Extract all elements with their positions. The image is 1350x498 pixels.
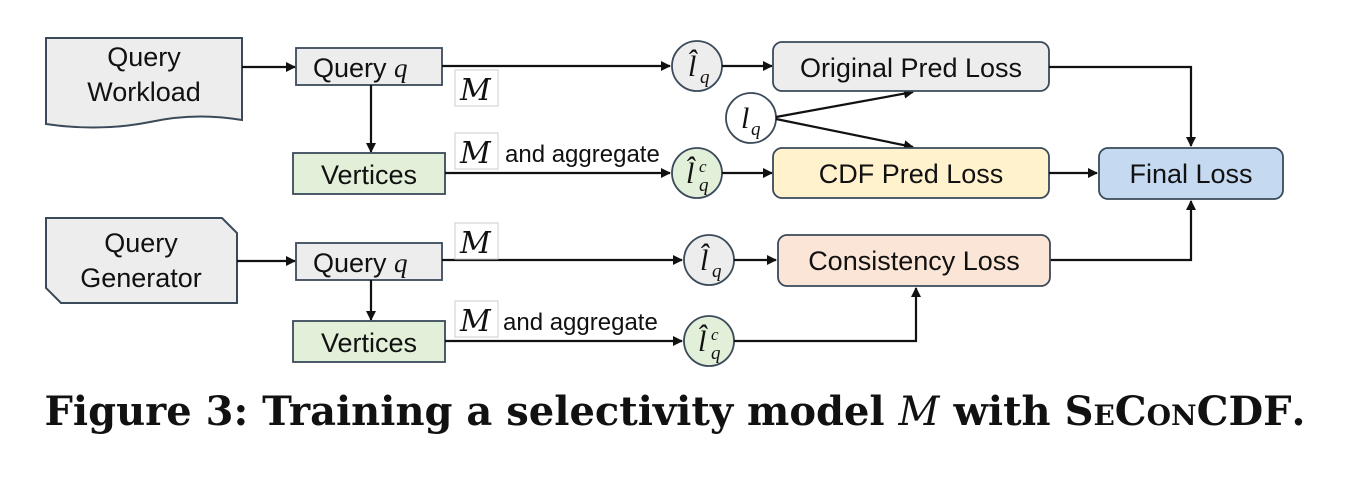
lq-symbol: l: [741, 102, 749, 135]
model-symbol-box-3: M: [454, 222, 499, 261]
query-q-label-bottom: Query q: [313, 248, 408, 278]
vertices-label-top: Vertices: [321, 160, 417, 190]
model-symbol-4: M: [459, 304, 492, 339]
query-generator-line2: Generator: [80, 263, 202, 293]
and-aggregate-label-1: and aggregate: [505, 141, 660, 168]
edge-lhatc-to-consistency: [734, 287, 921, 343]
lhat-symbol-top: l̂: [688, 49, 698, 83]
cdf-pred-loss-node: CDF Pred Loss: [772, 147, 1050, 199]
original-pred-loss-label: Original Pred Loss: [800, 53, 1022, 83]
model-symbol-1: M: [459, 73, 492, 108]
lhatc-sub-top: q: [699, 175, 709, 196]
lhatc-sup-bottom: c: [711, 325, 719, 344]
consistency-loss-node: Consistency Loss: [777, 234, 1051, 287]
query-generator-line1: Query: [104, 228, 178, 258]
model-symbol-box-1: M: [454, 69, 499, 108]
model-symbol-box-2: M and aggregate: [454, 132, 660, 171]
lhatc-sup-top: c: [699, 157, 707, 176]
edge-lq-to-original-loss: [775, 88, 914, 119]
lhatc-symbol-bottom: l̂: [698, 324, 708, 358]
lhat-qc-node-bottom: l̂ c q: [683, 315, 735, 367]
original-pred-loss-node: Original Pred Loss: [772, 41, 1050, 92]
lhat-symbol-bottom: l̂: [700, 243, 710, 277]
consistency-loss-label: Consistency Loss: [808, 246, 1020, 276]
caption-model-symbol: M: [898, 389, 940, 435]
caption-method-name: SeConCDF: [1064, 388, 1292, 435]
lq-sub: q: [751, 119, 761, 140]
and-aggregate-label-2: and aggregate: [503, 309, 658, 336]
edge-lq-to-cdf-loss: [775, 117, 914, 151]
lhat-sub-bottom: q: [712, 261, 722, 282]
query-generator-node: Query Generator: [45, 217, 238, 304]
query-q-label-top: Query q: [313, 53, 408, 83]
lhat-q-node-bottom: l̂ q: [683, 234, 735, 286]
figure-caption: Figure 3: Training a selectivity model M…: [0, 388, 1350, 435]
model-symbol-box-4: M and aggregate: [454, 300, 658, 339]
lhat-qc-node-top: l̂ c q: [671, 147, 723, 199]
query-q-node-bottom: Query q: [295, 242, 443, 281]
final-loss-label: Final Loss: [1129, 159, 1252, 189]
vertices-label-bottom: Vertices: [321, 328, 417, 358]
edge-consistency-to-final: [1050, 200, 1196, 262]
final-loss-node: Final Loss: [1098, 147, 1284, 200]
query-q-node-top: Query q: [295, 47, 443, 86]
lhatc-sub-bottom: q: [711, 343, 721, 364]
caption-prefix: Figure 3: Training a selectivity model: [44, 388, 899, 435]
query-workload-line2: Workload: [87, 77, 201, 107]
caption-middle: with: [939, 388, 1065, 435]
model-symbol-3: M: [459, 226, 492, 261]
vertices-node-top: Vertices: [292, 152, 446, 195]
caption-suffix: .: [1291, 388, 1306, 435]
lhatc-symbol-top: l̂: [686, 156, 696, 190]
lhat-q-node-top: l̂ q: [671, 40, 723, 92]
query-workload-line1: Query: [107, 42, 181, 72]
lq-node: l q: [725, 92, 777, 144]
cdf-pred-loss-label: CDF Pred Loss: [819, 159, 1004, 189]
vertices-node-bottom: Vertices: [292, 320, 446, 363]
query-workload-node: Query Workload: [45, 37, 243, 129]
edge-original-to-final: [1049, 65, 1196, 147]
lhat-sub-top: q: [700, 67, 710, 88]
model-symbol-2: M: [459, 136, 492, 171]
